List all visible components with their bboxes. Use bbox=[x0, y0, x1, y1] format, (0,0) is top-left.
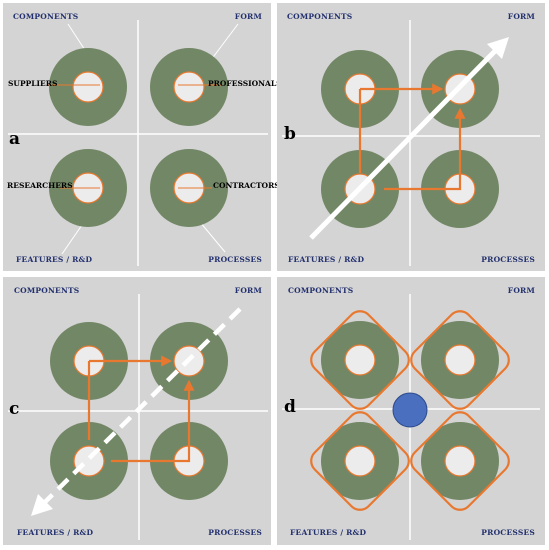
panel-b-diagonal-arrow-head bbox=[487, 37, 509, 59]
panel-c-label: c bbox=[9, 399, 19, 419]
panel-d-corner-top-right: FORM bbox=[508, 286, 535, 295]
panel-c-corner-top-left: COMPONENTS bbox=[14, 286, 79, 295]
panel-a-pointer-bottom-right bbox=[199, 221, 226, 253]
panel-d-center-hub bbox=[392, 392, 428, 428]
panel-a-background bbox=[3, 3, 271, 271]
panel-d-circle-bottom-right bbox=[421, 422, 499, 500]
panel-a-pointer-bottom-left bbox=[61, 221, 85, 255]
panel-b-corner-bottom-right: PROCESSES bbox=[481, 255, 535, 264]
panel-a-actor-contractors: CONTRACTORS bbox=[213, 181, 280, 190]
panel-a: COMPONENTS FORM FEATURES / R&D PROCESSES… bbox=[3, 3, 282, 271]
panel-a-corner-bottom-left: FEATURES / R&D bbox=[16, 255, 93, 264]
panel-c-flow-bottom bbox=[111, 379, 195, 463]
panel-d-diamond-bottom-left bbox=[310, 411, 410, 511]
panel-d-corner-top-left: COMPONENTS bbox=[288, 286, 353, 295]
panel-b-label: b bbox=[284, 124, 296, 144]
panel-b: COMPONENTS FORM FEATURES / R&D PROCESSES… bbox=[277, 3, 545, 271]
panel-d-diamond-top-right bbox=[410, 310, 510, 410]
panel-d-diamond-bottom-right bbox=[410, 411, 510, 511]
panel-a-corner-top-left: COMPONENTS bbox=[13, 12, 78, 21]
panel-c-corner-top-right: FORM bbox=[235, 286, 262, 295]
panel-d-corner-bottom-right: PROCESSES bbox=[481, 528, 535, 537]
panel-a-circle-top-right bbox=[150, 48, 228, 126]
panel-c-diagonal-dashed-arrow-shaft bbox=[42, 307, 242, 505]
panel-a-label: a bbox=[9, 129, 20, 149]
panel-a-actor-suppliers: SUPPLIERS bbox=[8, 79, 57, 88]
panel-d-circle-top-left bbox=[321, 321, 399, 399]
panel-a-actor-researchers: RESEARCHERS bbox=[7, 181, 73, 190]
panel-a-circle-top-left bbox=[49, 48, 127, 126]
panel-d-circle-bottom-left bbox=[321, 422, 399, 500]
panel-b-corner-top-left: COMPONENTS bbox=[287, 12, 352, 21]
panel-a-actor-professionals: PROFESSIONALS bbox=[208, 79, 282, 88]
panel-d-label: d bbox=[284, 397, 296, 417]
panel-a-corner-bottom-right: PROCESSES bbox=[208, 255, 262, 264]
panel-d: COMPONENTS FORM FEATURES / R&D PROCESSES… bbox=[277, 277, 545, 545]
panel-b-flow-bottom bbox=[384, 107, 466, 191]
panel-d-corner-bottom-left: FEATURES / R&D bbox=[290, 528, 367, 537]
panel-c-diagonal-dashed-arrow-head bbox=[31, 494, 53, 516]
panel-c-corner-bottom-right: PROCESSES bbox=[208, 528, 262, 537]
panel-d-circle-top-right bbox=[421, 321, 499, 399]
panel-a-corner-top-right: FORM bbox=[235, 12, 262, 21]
panel-b-diagonal-arrow-shaft bbox=[309, 47, 499, 240]
panel-b-corner-top-right: FORM bbox=[508, 12, 535, 21]
panel-d-diamond-top-left bbox=[310, 310, 410, 410]
panel-c: COMPONENTS FORM FEATURES / R&D PROCESSES… bbox=[3, 277, 271, 545]
panel-c-corner-bottom-left: FEATURES / R&D bbox=[17, 528, 94, 537]
panel-b-corner-bottom-left: FEATURES / R&D bbox=[288, 255, 365, 264]
